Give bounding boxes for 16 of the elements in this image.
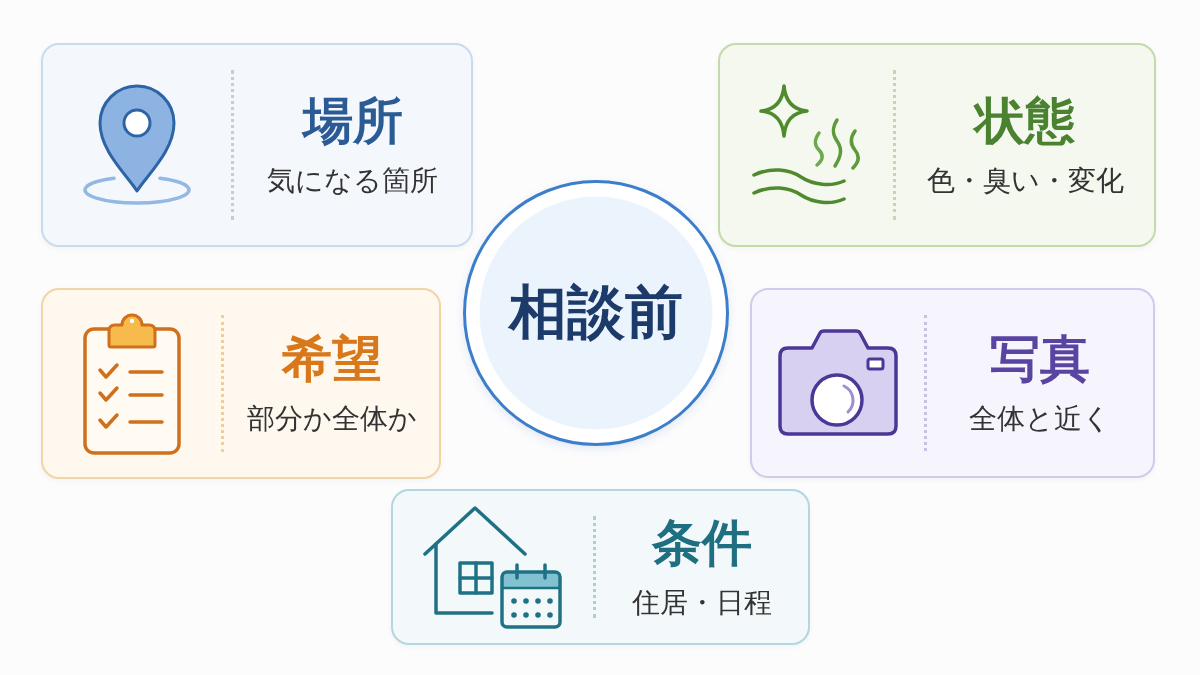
category-description: 全体と近く (969, 400, 1111, 437)
category-description: 色・臭い・変化 (926, 162, 1124, 199)
category-card (41, 288, 441, 479)
category-card (391, 489, 810, 645)
center-label: 相談前 (509, 277, 683, 348)
category-description: 気になる箇所 (267, 162, 438, 199)
category-title: 希望 (281, 329, 382, 390)
category-title: 写真 (990, 328, 1090, 389)
category-title: 状態 (975, 90, 1075, 151)
category-card (41, 43, 473, 247)
category-title: 場所 (302, 90, 403, 151)
category-card (750, 288, 1155, 478)
category-title: 条件 (652, 512, 752, 573)
category-description: 部分か全体か (246, 401, 417, 438)
category-card (718, 43, 1156, 247)
category-description: 住居・日程 (632, 584, 772, 621)
